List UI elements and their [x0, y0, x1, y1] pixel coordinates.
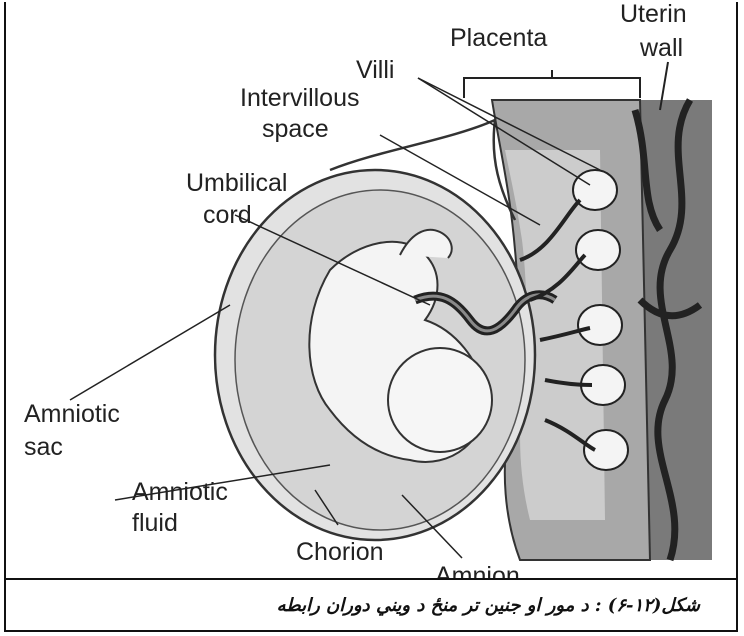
figure-caption: شکل(۱۲-۶) : د مور او جنين تر منځ د ويني … — [277, 595, 736, 616]
label-placenta: Placenta — [450, 24, 547, 52]
placenta-bracket — [464, 70, 640, 98]
fetal-placenta-diagram: Placenta Uterin wall Villi Intervillous … — [0, 0, 744, 580]
label-uterin-wall-1: Uterin — [620, 0, 687, 28]
label-amniotic-fluid-2: fluid — [132, 509, 178, 537]
fetus-head — [388, 348, 492, 452]
label-intervillous-1: Intervillous — [240, 84, 360, 112]
label-amniotic-sac-2: sac — [24, 433, 63, 461]
label-chorion: Chorion — [296, 538, 384, 566]
label-uterin-wall-2: wall — [639, 34, 683, 62]
label-umbilical-1: Umbilical — [186, 169, 287, 197]
label-amniotic-sac-1: Amniotic — [24, 400, 120, 428]
label-umbilical-2: cord — [203, 201, 252, 229]
caption-box: شکل(۱۲-۶) : د مور او جنين تر منځ د ويني … — [4, 578, 738, 632]
label-villi: Villi — [356, 56, 394, 84]
label-amniotic-fluid-1: Amniotic — [132, 478, 228, 506]
label-intervillous-2: space — [262, 115, 329, 143]
